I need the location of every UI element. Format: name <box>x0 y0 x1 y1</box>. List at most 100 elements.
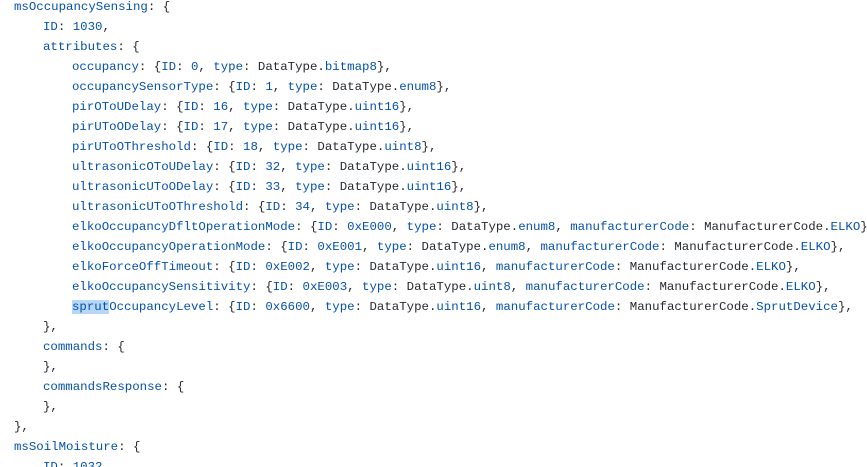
code-token: ID <box>43 460 58 467</box>
code-token: ID <box>265 200 281 214</box>
code-token: 16 <box>213 100 229 114</box>
code-token: : { <box>102 340 125 354</box>
code-token: commandsResponse <box>43 380 162 394</box>
code-token: pirUToOThreshold <box>72 140 191 154</box>
code-token: ID <box>213 140 229 154</box>
code-token: : DataType. <box>302 140 385 154</box>
code-line: ultrasonicUToOThreshold: {ID: 34, type: … <box>72 197 488 217</box>
code-token: : { <box>161 120 184 134</box>
code-token: ELKO <box>756 260 786 274</box>
code-token: : ManufacturerCode. <box>659 240 801 254</box>
code-token: ultrasonicOToUDelay <box>72 160 214 174</box>
code-token: 1032 <box>72 460 103 467</box>
code-token: : <box>302 240 318 254</box>
code-token: manufacturerCode <box>495 260 615 274</box>
code-line: sprutOccupancyLevel: {ID: 0x6600, type: … <box>72 297 853 317</box>
code-token: 0xE003 <box>302 280 348 294</box>
code-token: , <box>102 20 110 34</box>
code-line: msSoilMoisture: { <box>14 437 140 457</box>
code-token: uint16 <box>406 160 452 174</box>
code-token: : { <box>250 280 273 294</box>
code-token: uint8 <box>436 200 474 214</box>
code-token: ultrasonicUToOThreshold <box>72 200 244 214</box>
code-line: ultrasonicOToUDelay: {ID: 32, type: Data… <box>72 157 466 177</box>
code-token: : DataType. <box>324 180 407 194</box>
code-token: ID <box>272 280 288 294</box>
code-line: }, <box>43 397 58 417</box>
code-token: type <box>243 100 273 114</box>
code-token: manufacturerCode <box>540 240 660 254</box>
code-token: : DataType. <box>317 80 400 94</box>
code-token: , <box>481 260 496 274</box>
code-token: ID <box>287 240 303 254</box>
code-token: , <box>228 120 244 134</box>
code-token: : DataType. <box>243 60 325 74</box>
code-token: : ManufacturerCode. <box>689 220 831 234</box>
code-token: : { <box>213 300 236 314</box>
code-token: 0xE002 <box>265 260 310 274</box>
code-token: , <box>309 260 325 274</box>
code-token: 17 <box>213 120 229 134</box>
code-token: , <box>362 240 377 254</box>
code-token: 0x6600 <box>265 300 310 314</box>
code-token: occupancySensorType <box>72 80 214 94</box>
code-line: ID: 1032 <box>43 457 103 467</box>
code-token: 0 <box>190 60 199 74</box>
code-line: pirOToUDelay: {ID: 16, type: DataType.ui… <box>72 97 414 117</box>
code-token: ELKO <box>785 280 816 294</box>
code-token: ID <box>183 100 199 114</box>
code-token: uint8 <box>384 140 422 154</box>
code-token: : <box>287 280 303 294</box>
code-token: : { <box>213 180 236 194</box>
code-token: , <box>309 300 325 314</box>
code-token: }, <box>837 300 853 314</box>
code-token: attributes <box>43 40 118 54</box>
code-token: }, <box>376 60 392 74</box>
code-token: 0xE000 <box>347 220 392 234</box>
code-line: elkoOccupancySensitivity: {ID: 0xE003, t… <box>72 277 831 297</box>
code-token: : { <box>213 80 236 94</box>
code-token: type <box>243 120 273 134</box>
code-token: }, <box>43 360 58 374</box>
code-token: elkoOccupancySensitivity <box>72 280 251 294</box>
code-token: manufacturerCode <box>570 220 690 234</box>
code-token: }, <box>43 400 58 414</box>
code-token: : <box>280 200 296 214</box>
code-token: : <box>250 260 266 274</box>
code-token: 0xE001 <box>317 240 363 254</box>
code-token: pirUToODelay <box>72 120 162 134</box>
code-token: : <box>228 140 244 154</box>
code-token: }, <box>43 320 58 334</box>
code-token: , <box>280 160 296 174</box>
code-line: attributes: { <box>43 37 140 57</box>
code-token: }, <box>451 180 467 194</box>
code-token: }, <box>421 140 437 154</box>
code-token: , <box>280 180 296 194</box>
code-token: }, <box>785 260 801 274</box>
code-token: : DataType. <box>436 220 519 234</box>
code-token: type <box>272 140 303 154</box>
code-token: type <box>295 160 325 174</box>
code-token: ELKO <box>800 240 831 254</box>
code-token: : DataType. <box>354 260 437 274</box>
code-line: occupancy: {ID: 0, type: DataType.bitmap… <box>72 57 392 77</box>
code-token: : ManufacturerCode. <box>644 280 786 294</box>
code-token: uint16 <box>436 260 482 274</box>
code-token: }, <box>830 240 846 254</box>
code-token: ELKO <box>830 220 861 234</box>
code-token: uint16 <box>354 100 400 114</box>
code-token: : { <box>161 100 184 114</box>
code-token: uint16 <box>406 180 452 194</box>
code-token: , <box>525 240 541 254</box>
code-token: : <box>176 60 191 74</box>
code-line: elkoForceOffTimeout: {ID: 0xE002, type: … <box>72 257 801 277</box>
code-token: elkoForceOffTimeout <box>72 260 214 274</box>
code-token: type <box>362 280 392 294</box>
code-token: : { <box>147 0 171 14</box>
code-token: , <box>272 80 288 94</box>
code-token: , <box>257 140 273 154</box>
code-token: ID <box>183 120 199 134</box>
code-token: : { <box>295 220 318 234</box>
code-token: }, <box>860 220 867 234</box>
